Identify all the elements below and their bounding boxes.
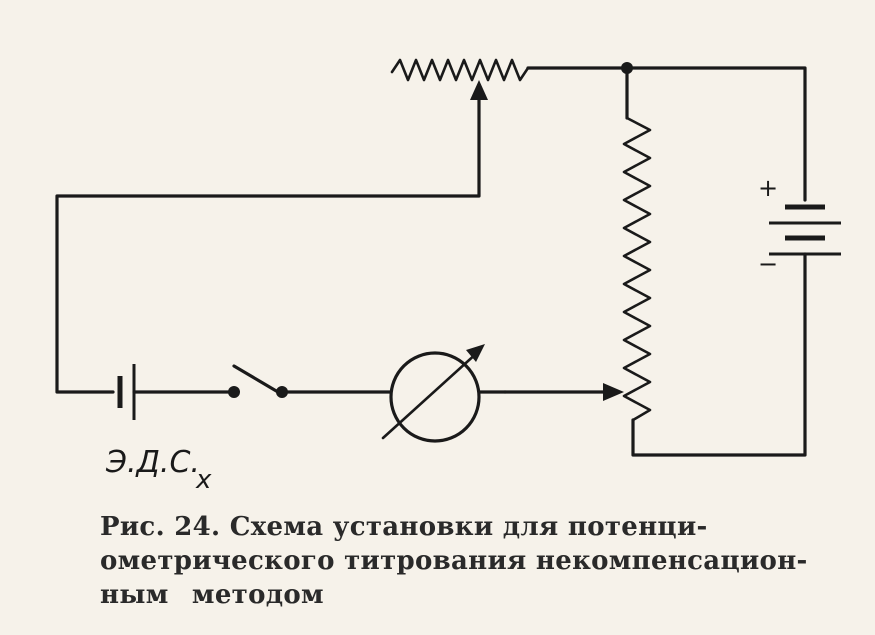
wire-rheostat-slider-left [55, 98, 481, 394]
potentiometric-titration-circuit: + − Э.Д.С. x [55, 58, 841, 495]
power-battery [769, 204, 841, 256]
galvanometer-icon [381, 344, 485, 443]
figure-caption: Рис. 24. Схема установки для потенци- ом… [100, 510, 860, 612]
emf-subscript-label: x [195, 465, 212, 495]
potentiometer-slider-arrow [603, 383, 624, 401]
top-rheostat-resistor [390, 58, 530, 82]
emf-label: Э.Д.С. [105, 445, 200, 480]
emf-cell [117, 364, 136, 420]
wire-right-bottom [631, 252, 807, 457]
battery-plus-label: + [758, 174, 778, 202]
vertical-potentiometer-resistor [622, 116, 652, 422]
caption-line-2: ометрического титрования некомпенсацион- [100, 546, 808, 576]
battery-minus-label: − [758, 250, 778, 278]
switch-blade [232, 364, 280, 394]
switch-contact-left [228, 386, 240, 398]
wire-top-right [526, 66, 807, 202]
rheostat-slider-arrow [470, 80, 488, 100]
caption-line-1: Рис. 24. Схема установки для потенци- [100, 512, 708, 542]
caption-line-3: ным методом [100, 580, 324, 610]
